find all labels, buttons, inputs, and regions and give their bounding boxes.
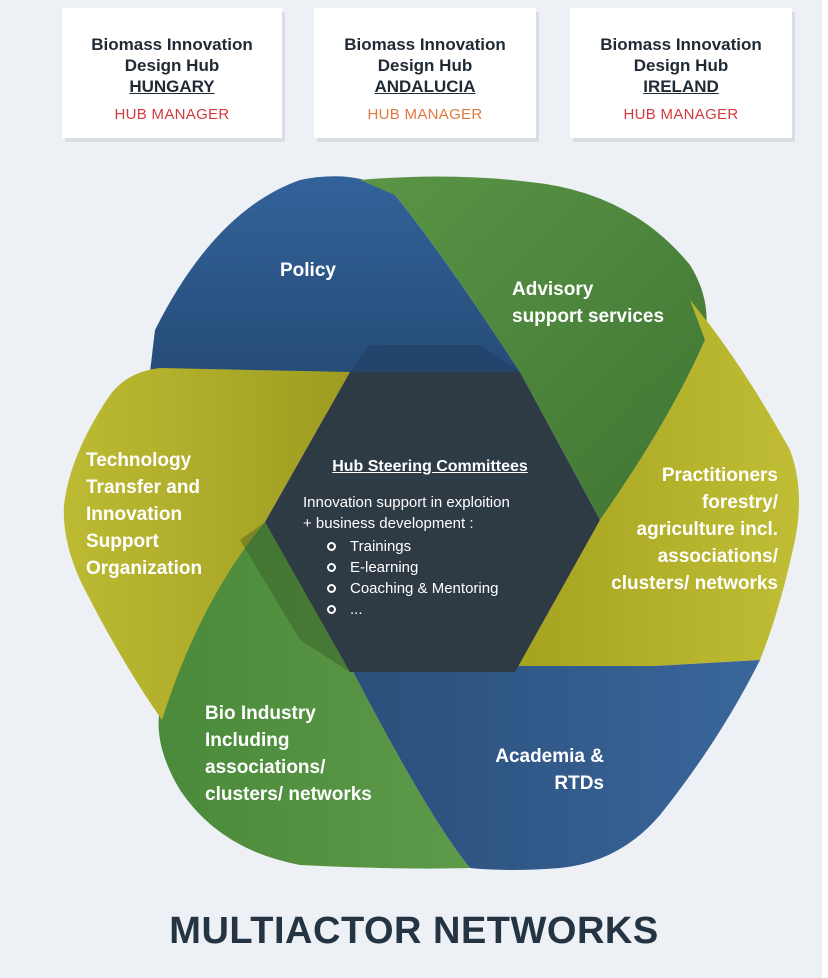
center-intro-line: + business development :	[303, 515, 474, 532]
label-line: forestry/	[701, 492, 778, 513]
hub-card-ireland: Biomass Innovation Design Hub IRELAND HU…	[570, 8, 792, 138]
label-academia: Academia & RTDs	[484, 743, 604, 797]
label-line: clusters/ networks	[205, 784, 372, 805]
label-line: Innovation	[86, 504, 183, 525]
hub-title-line2: Design Hub	[377, 56, 473, 75]
ribbon-bio-industry	[158, 522, 471, 869]
hub-region: HUNGARY	[129, 77, 215, 96]
center-intro-line: Innovation support in exploition	[303, 494, 510, 511]
label-line: RTDs	[554, 773, 604, 794]
label-bio-industry: Bio Industry Including associations/ clu…	[205, 700, 372, 808]
ribbon-technology	[63, 368, 351, 720]
hub-title-line1: Biomass Innovation	[91, 35, 253, 54]
multiactor-diagram	[63, 176, 799, 870]
hub-region: ANDALUCIA	[374, 77, 476, 96]
list-item: E-learning	[324, 557, 498, 578]
center-hexagon	[265, 372, 600, 672]
label-line: associations/	[657, 546, 778, 567]
center-list: Trainings E-learning Coaching & Mentorin…	[324, 536, 498, 620]
hub-role: HUB MANAGER	[367, 106, 483, 123]
label-line: Transfer and	[86, 477, 201, 498]
label-line: Support	[86, 531, 159, 552]
hub-title-line1: Biomass Innovation	[344, 35, 506, 54]
hub-card-hungary: Biomass Innovation Design Hub HUNGARY HU…	[62, 8, 282, 138]
label-line: Bio Industry	[205, 703, 316, 724]
label-line: associations/	[205, 757, 326, 778]
fold-shadow-top	[350, 345, 520, 372]
list-item: Coaching & Mentoring	[324, 578, 498, 599]
page-title: MULTIACTOR NETWORKS	[169, 910, 659, 952]
hub-title-line2: Design Hub	[633, 56, 729, 75]
label-line: agriculture incl.	[636, 519, 778, 540]
label-practitioners: Practitioners forestry/ agriculture incl…	[606, 462, 778, 597]
ribbon-practitioners	[515, 300, 799, 666]
label-line: clusters/ networks	[611, 573, 778, 594]
label-line: Practitioners	[661, 465, 778, 486]
hub-region: IRELAND	[643, 77, 719, 96]
hub-role: HUB MANAGER	[623, 106, 739, 123]
hub-title-line2: Design Hub	[124, 56, 220, 75]
label-line: Organization	[86, 558, 203, 579]
center-title: Hub Steering Committees	[332, 458, 528, 475]
label-line: Advisory	[512, 279, 594, 300]
center-intro: Innovation support in exploition + busin…	[303, 492, 563, 534]
ribbon-policy	[150, 176, 520, 372]
label-line: Academia &	[495, 746, 604, 767]
hub-card-andalucia: Biomass Innovation Design Hub ANDALUCIA …	[314, 8, 536, 138]
label-line: Technology	[86, 450, 192, 471]
list-item: Trainings	[324, 536, 498, 557]
label-line: support services	[512, 306, 665, 327]
ribbon-academia	[350, 660, 760, 870]
label-technology: Technology Transfer and Innovation Suppo…	[86, 447, 202, 582]
hub-role: HUB MANAGER	[114, 106, 230, 123]
hub-title-line1: Biomass Innovation	[600, 35, 762, 54]
label-advisory: Advisory support services	[512, 276, 664, 330]
fold-shadow-left	[240, 522, 350, 672]
ribbon-advisory	[360, 176, 707, 520]
label-policy: Policy	[280, 257, 336, 284]
label-line: Including	[205, 730, 290, 751]
label-line: Policy	[280, 260, 336, 281]
list-item: ...	[324, 599, 498, 620]
